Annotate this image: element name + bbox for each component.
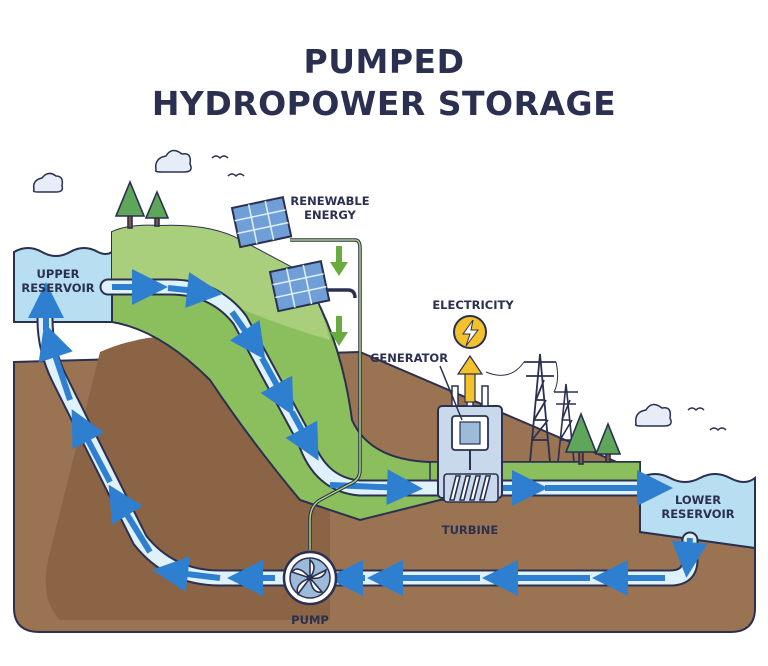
label-upper-line1: UPPER bbox=[37, 267, 80, 281]
label-lower-line2: RESERVOIR bbox=[661, 507, 734, 521]
solar-panel-1 bbox=[232, 197, 291, 247]
label-turbine: TURBINE bbox=[442, 523, 499, 537]
pump bbox=[284, 552, 336, 604]
turbine bbox=[444, 474, 498, 502]
label-upper-line2: RESERVOIR bbox=[21, 281, 94, 295]
energy-arrow-1 bbox=[330, 246, 348, 276]
label-pump: PUMP bbox=[291, 613, 329, 627]
tree-2 bbox=[146, 192, 168, 226]
label-lower-line1: LOWER bbox=[675, 493, 721, 507]
cloud-2 bbox=[34, 173, 63, 192]
cloud-1 bbox=[156, 150, 192, 172]
label-renewable-line2: ENERGY bbox=[304, 208, 356, 222]
cloud-3 bbox=[636, 404, 672, 426]
label-renewable-line1: RENEWABLE bbox=[290, 194, 369, 208]
label-electricity: ELECTRICITY bbox=[432, 298, 514, 312]
tree-1 bbox=[116, 182, 144, 228]
power-cable-2 bbox=[325, 290, 355, 298]
label-generator: GENERATOR bbox=[370, 351, 448, 365]
lightning-icon bbox=[454, 316, 486, 348]
